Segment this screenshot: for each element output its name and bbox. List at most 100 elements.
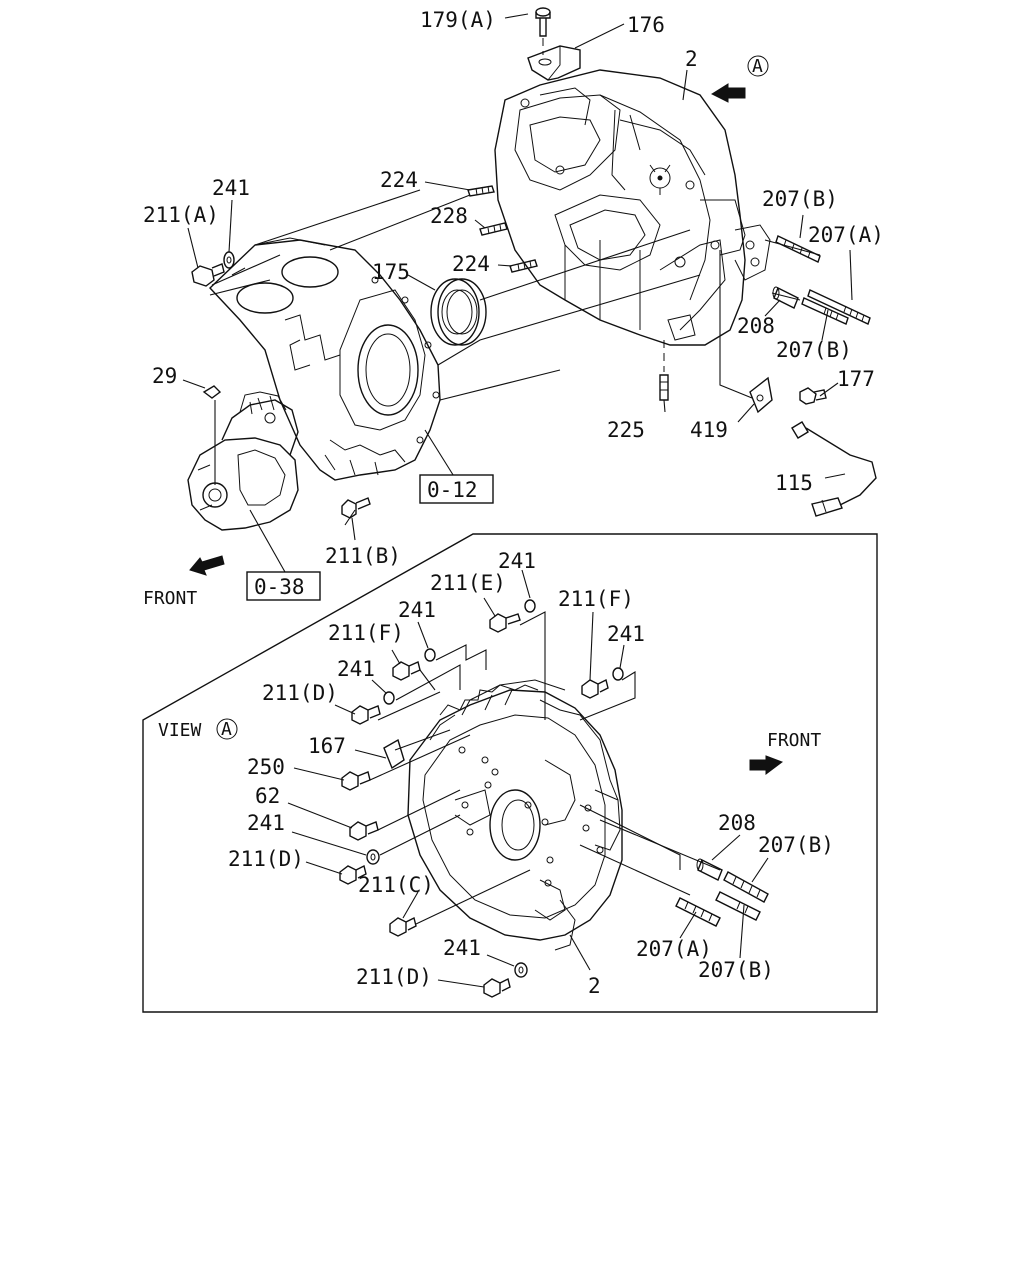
bracket-176: [527, 45, 581, 81]
sleeve-208-view: [696, 858, 723, 881]
washer-241-b: [612, 667, 624, 681]
label-175: 175: [372, 260, 410, 284]
bolt-211d-c: [483, 977, 511, 998]
label-front-top: FRONT: [143, 588, 197, 609]
view-a-title: VIEW: [158, 720, 202, 741]
air-compressor: [187, 391, 299, 531]
label-177: 177: [837, 367, 875, 391]
cylinder-block: [209, 237, 441, 481]
label-211e: 211(E): [430, 571, 506, 595]
label-211d-b: 211(D): [228, 847, 304, 871]
view-a-title-circle: [216, 718, 238, 740]
arrow-front-top: [189, 555, 225, 576]
stud-207b-view-a: [723, 871, 769, 903]
washer-241-c: [424, 648, 436, 662]
label-179a: 179(A): [420, 8, 496, 32]
sensor-115: [791, 421, 877, 517]
key-29: [202, 385, 222, 399]
stud-224-upper: [467, 185, 495, 197]
label-208-view: 208: [718, 811, 756, 835]
label-211f-left: 211(F): [328, 621, 404, 645]
label-207b-view-b: 207(B): [698, 958, 774, 982]
stud-207b-view-b: [715, 891, 761, 921]
assembly-lines-view: [369, 611, 721, 925]
label-2-top: 2: [685, 47, 698, 71]
leaders-view: [287, 569, 769, 988]
label-419: 419: [690, 418, 728, 442]
arrow-view-a: [710, 83, 746, 103]
washer-241-f: [514, 962, 528, 978]
flywheel-housing-2: [494, 69, 771, 346]
washer-241-a: [524, 599, 536, 613]
label-241-view-f: 241: [443, 936, 481, 960]
stud-207a-upper: [807, 289, 871, 325]
label-241-view-e: 241: [247, 811, 285, 835]
label-62: 62: [255, 784, 280, 808]
washer-241-d: [383, 691, 395, 705]
label-207a-top: 207(A): [808, 223, 884, 247]
bolt-179a: [535, 7, 551, 55]
bolt-62: [349, 821, 379, 841]
label-224-lower: 224: [452, 252, 490, 276]
label-211a: 211(A): [143, 203, 219, 227]
stud-207b-upper: [775, 235, 821, 263]
bolt-211d-a: [351, 705, 381, 725]
flywheel-housing-rear: [407, 679, 623, 951]
label-207b-top: 207(B): [762, 187, 838, 211]
label-211c: 211(C): [358, 873, 434, 897]
label-115: 115: [775, 471, 813, 495]
label-228: 228: [430, 204, 468, 228]
bolt-250: [341, 771, 371, 791]
oil-seal-175: [430, 278, 487, 346]
label-207b-view-a: 207(B): [758, 833, 834, 857]
label-241-view-a: 241: [498, 549, 536, 573]
label-211d-c: 211(D): [356, 965, 432, 989]
leaders-top: [182, 13, 853, 573]
bolt-211f-right: [581, 678, 609, 699]
bracket-167: [383, 738, 405, 770]
bolt-177: [799, 387, 827, 405]
bolt-211a: [191, 263, 225, 287]
label-211d-a: 211(D): [262, 681, 338, 705]
label-241-view-d: 241: [337, 657, 375, 681]
washer-241-e: [366, 849, 380, 865]
label-208-top: 208: [737, 314, 775, 338]
label-211b: 211(B): [325, 544, 401, 568]
view-a-frame: [142, 533, 878, 1013]
bolt-211d-b: [339, 864, 367, 885]
ref-box-0-38[interactable]: [246, 571, 321, 601]
label-225: 225: [607, 418, 645, 442]
label-176: 176: [627, 13, 665, 37]
label-241-view-c: 241: [398, 598, 436, 622]
label-29: 29: [152, 364, 177, 388]
stud-228: [479, 222, 508, 236]
label-250: 250: [247, 755, 285, 779]
bolt-211b: [341, 497, 371, 519]
label-front-view: FRONT: [767, 730, 821, 751]
label-0-12[interactable]: 0-12: [427, 478, 478, 502]
sleeve-208-upper: [772, 286, 799, 309]
view-a-title-letter: A: [221, 719, 232, 740]
assembly-lines-top: [209, 189, 821, 526]
arrow-front-view: [749, 755, 784, 775]
washer-241-top: [223, 251, 235, 269]
label-207a-view: 207(A): [636, 937, 712, 961]
label-view-a-marker: A: [752, 56, 763, 77]
stud-224-lower: [509, 259, 538, 273]
stud-207b-lower: [801, 297, 849, 325]
label-0-38[interactable]: 0-38: [254, 575, 305, 599]
label-167: 167: [308, 734, 346, 758]
ref-box-0-12[interactable]: [419, 474, 494, 504]
bolt-211f-left: [392, 661, 421, 681]
dowel-225: [659, 340, 669, 401]
bolt-211c: [389, 916, 417, 937]
label-2-view: 2: [588, 974, 601, 998]
label-241-top: 241: [212, 176, 250, 200]
label-224-upper: 224: [380, 168, 418, 192]
bolt-211e: [489, 613, 521, 633]
stud-207a-view: [675, 897, 721, 927]
label-207b-mid: 207(B): [776, 338, 852, 362]
bracket-419: [749, 376, 773, 414]
